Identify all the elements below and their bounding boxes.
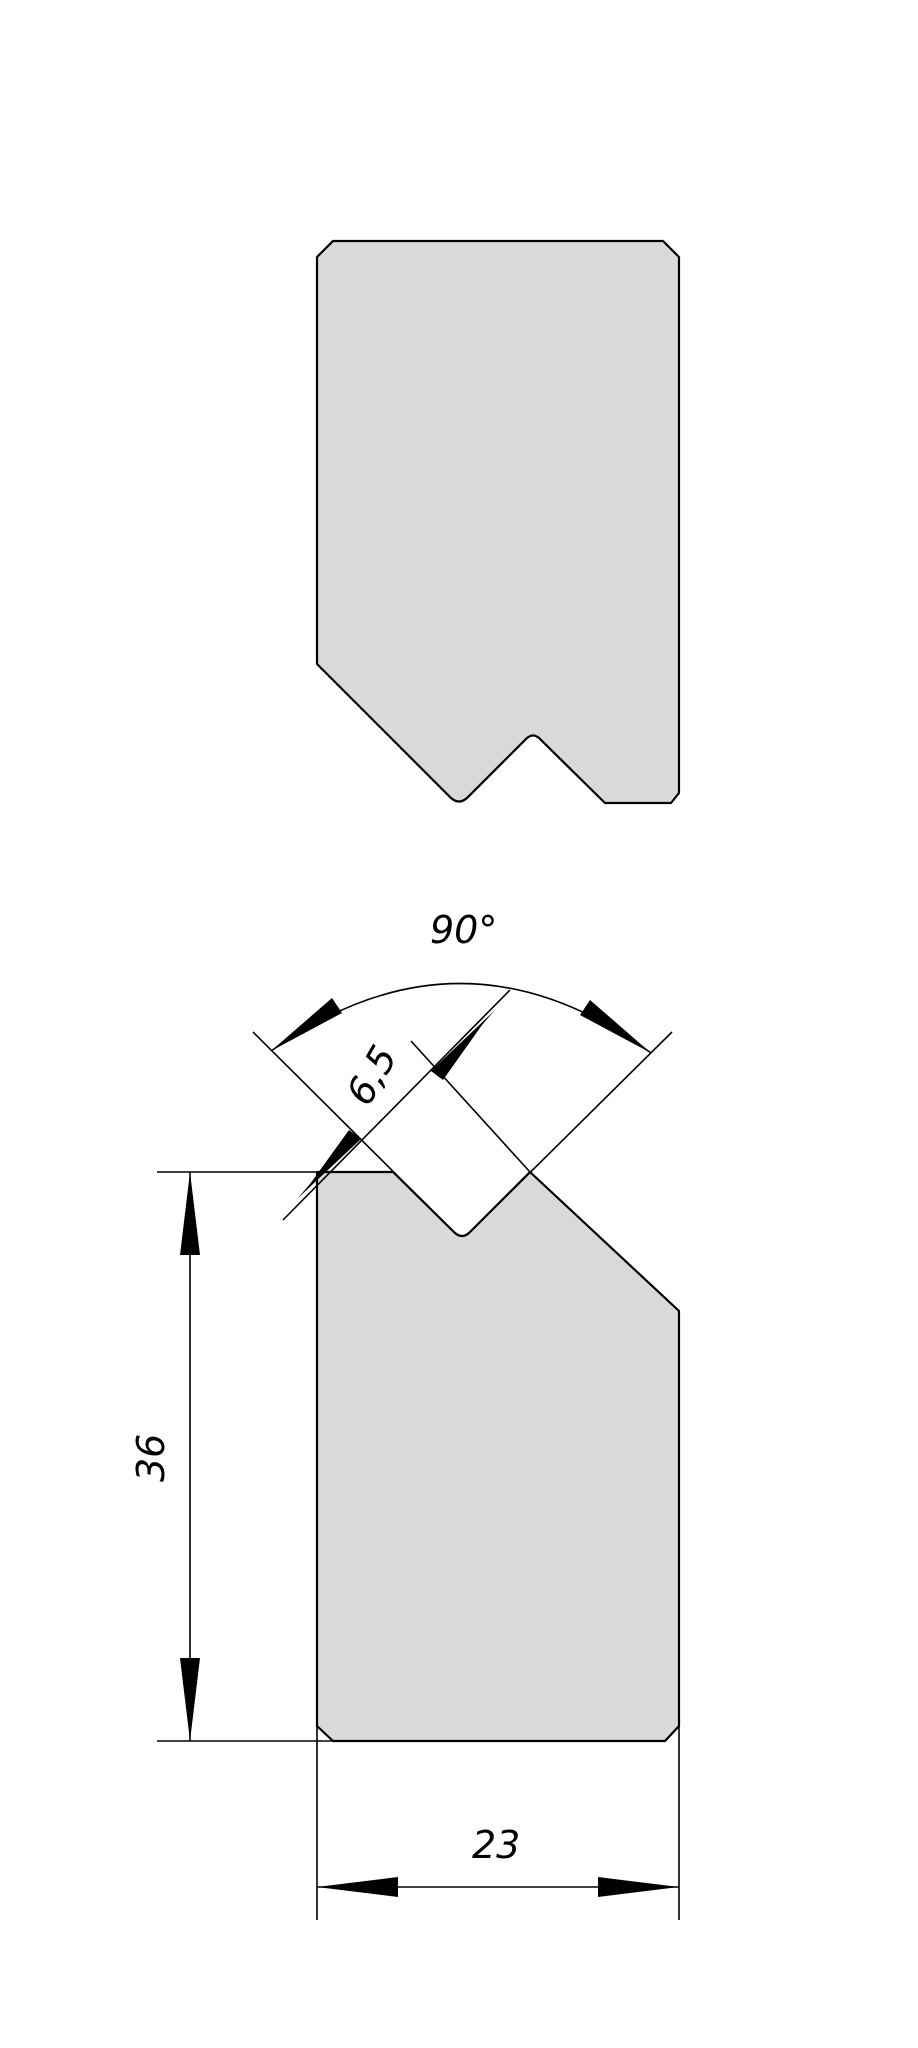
height-label: 36 <box>129 1434 173 1482</box>
angle-extension-left <box>252 1031 456 1234</box>
depth-dimension-line <box>282 989 511 1221</box>
height-arrow-top <box>180 1172 200 1255</box>
width-dimension: 23 <box>316 1726 680 1920</box>
depth-extension <box>410 1040 531 1173</box>
depth-label: 6,5 <box>338 1038 406 1112</box>
depth-arrow-upper <box>431 1010 495 1080</box>
angle-arrow-left <box>271 998 342 1051</box>
depth-arrow-lower <box>297 1130 361 1199</box>
width-arrow-right <box>598 1877 679 1897</box>
lower-tool <box>315 1170 681 1743</box>
width-arrow-left <box>317 1877 398 1897</box>
height-arrow-bottom <box>180 1658 200 1741</box>
height-dimension: 36 <box>129 1171 333 1742</box>
angle-extension-right <box>468 1031 673 1234</box>
upper-tool-profile <box>315 239 681 805</box>
width-label: 23 <box>472 1823 520 1867</box>
upper-tool <box>315 239 681 805</box>
angle-dimension: 90° <box>252 908 673 1234</box>
lower-tool-profile <box>315 1170 681 1743</box>
angle-label: 90° <box>430 908 497 952</box>
angle-arrow-right <box>580 1000 651 1053</box>
